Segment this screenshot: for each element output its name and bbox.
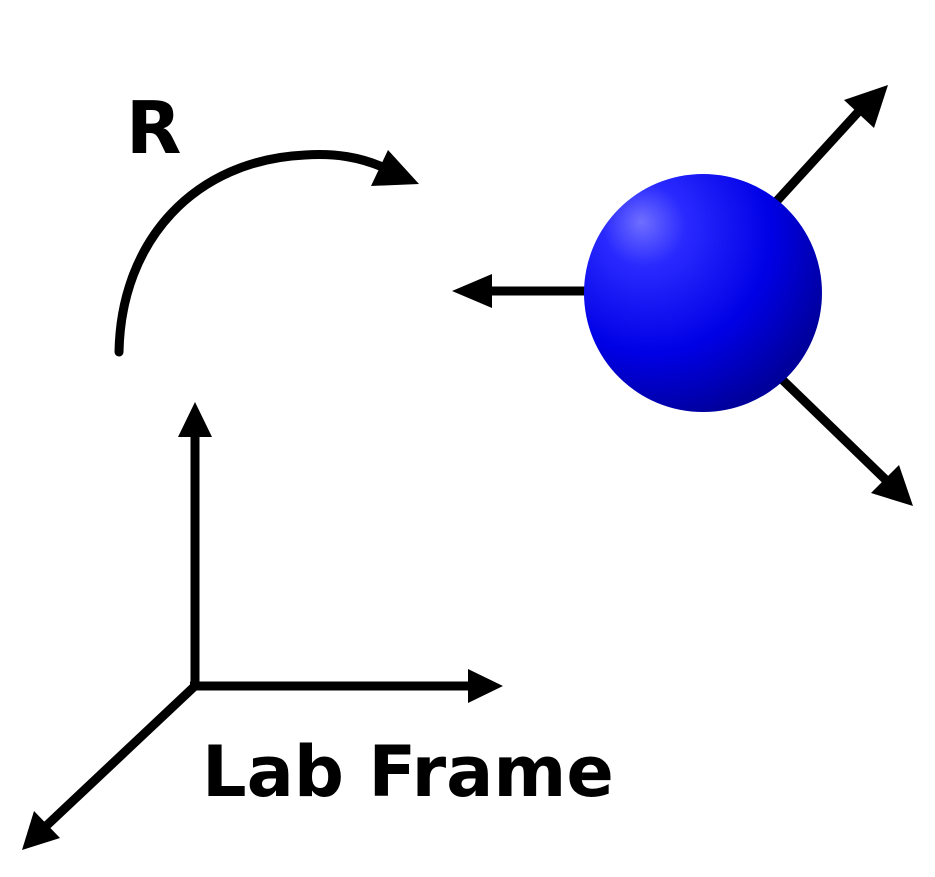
rotation-label: R	[126, 86, 181, 170]
sphere-icon	[584, 174, 822, 412]
lab-frame-axes	[22, 402, 503, 850]
axis-arrow-right	[190, 669, 503, 703]
axis-arrow-left	[452, 274, 600, 308]
frame-label: Lab Frame	[202, 731, 614, 813]
axis-arrow-down-left	[22, 680, 201, 850]
curved-arrow-icon	[114, 150, 419, 357]
axis-arrow-up	[178, 402, 212, 690]
